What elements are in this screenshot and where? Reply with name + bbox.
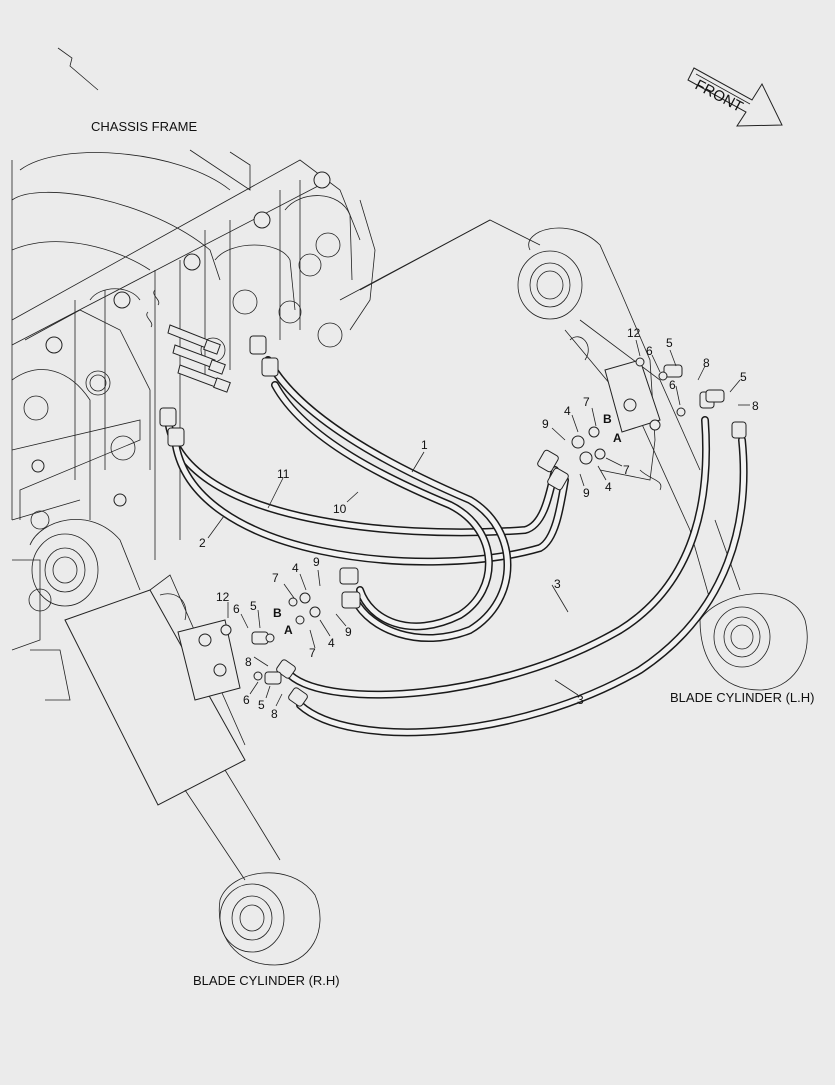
blade-cylinder-lh-label: BLADE CYLINDER (L.H) [670, 690, 814, 705]
callout-rh-4b: 4 [328, 636, 335, 650]
callout-3-upper: 3 [554, 577, 561, 591]
callout-rh-8a: 8 [245, 655, 252, 669]
leader-lines [207, 339, 750, 707]
callout-lh-5b: 5 [740, 370, 747, 384]
callout-rh-8b: 8 [271, 707, 278, 721]
port-a-rh: A [284, 623, 293, 637]
callout-rh-6b: 6 [243, 693, 250, 707]
port-b-rh: B [273, 606, 282, 620]
callout-10: 10 [333, 502, 347, 516]
callout-lh-9b: 9 [583, 486, 590, 500]
callout-lh-8b: 8 [752, 399, 759, 413]
callout-rh-9b: 9 [345, 625, 352, 639]
callout-lh-5a: 5 [666, 336, 673, 350]
callout-lh-4a: 4 [564, 404, 571, 418]
callout-lh-6b: 6 [669, 378, 676, 392]
callout-lh-6a: 6 [646, 344, 653, 358]
callout-numbers: 1 11 10 2 3 3 12 6 5 8 5 8 6 7 9 4 7 4 9… [199, 326, 759, 721]
blade-cylinder-rh-label: BLADE CYLINDER (R.H) [193, 973, 340, 988]
blade-cylinder-rh-drawing [29, 518, 321, 966]
blade-cylinder-lh-drawing [517, 227, 808, 691]
callout-1: 1 [421, 438, 428, 452]
front-arrow: FRONT [687, 67, 783, 127]
hose-assemblies [164, 356, 748, 737]
callout-rh-7a: 7 [272, 571, 279, 585]
callout-rh-9a: 9 [313, 555, 320, 569]
port-b-lh: B [603, 412, 612, 426]
port-a-lh: A [613, 431, 622, 445]
callout-rh-5a: 5 [250, 599, 257, 613]
callout-rh-12: 12 [216, 590, 230, 604]
chassis-frame-label: CHASSIS FRAME [91, 119, 198, 134]
callout-3-lower: 3 [577, 693, 584, 707]
callout-11: 11 [277, 467, 290, 481]
callout-lh-12: 12 [627, 326, 641, 340]
callout-rh-6a: 6 [233, 602, 240, 616]
callout-rh-5b: 5 [258, 698, 265, 712]
callout-lh-8a: 8 [703, 356, 710, 370]
chassis-frame-drawing [11, 47, 541, 701]
callout-rh-4a: 4 [292, 561, 299, 575]
frame-fittings [167, 324, 231, 393]
callout-lh-7b: 7 [623, 463, 630, 477]
callout-lh-9a: 9 [542, 417, 549, 431]
hose-fittings [159, 335, 747, 707]
callout-lh-4b: 4 [605, 480, 612, 494]
callout-rh-7b: 7 [309, 646, 316, 660]
callout-2: 2 [199, 536, 206, 550]
callout-lh-7a: 7 [583, 395, 590, 409]
